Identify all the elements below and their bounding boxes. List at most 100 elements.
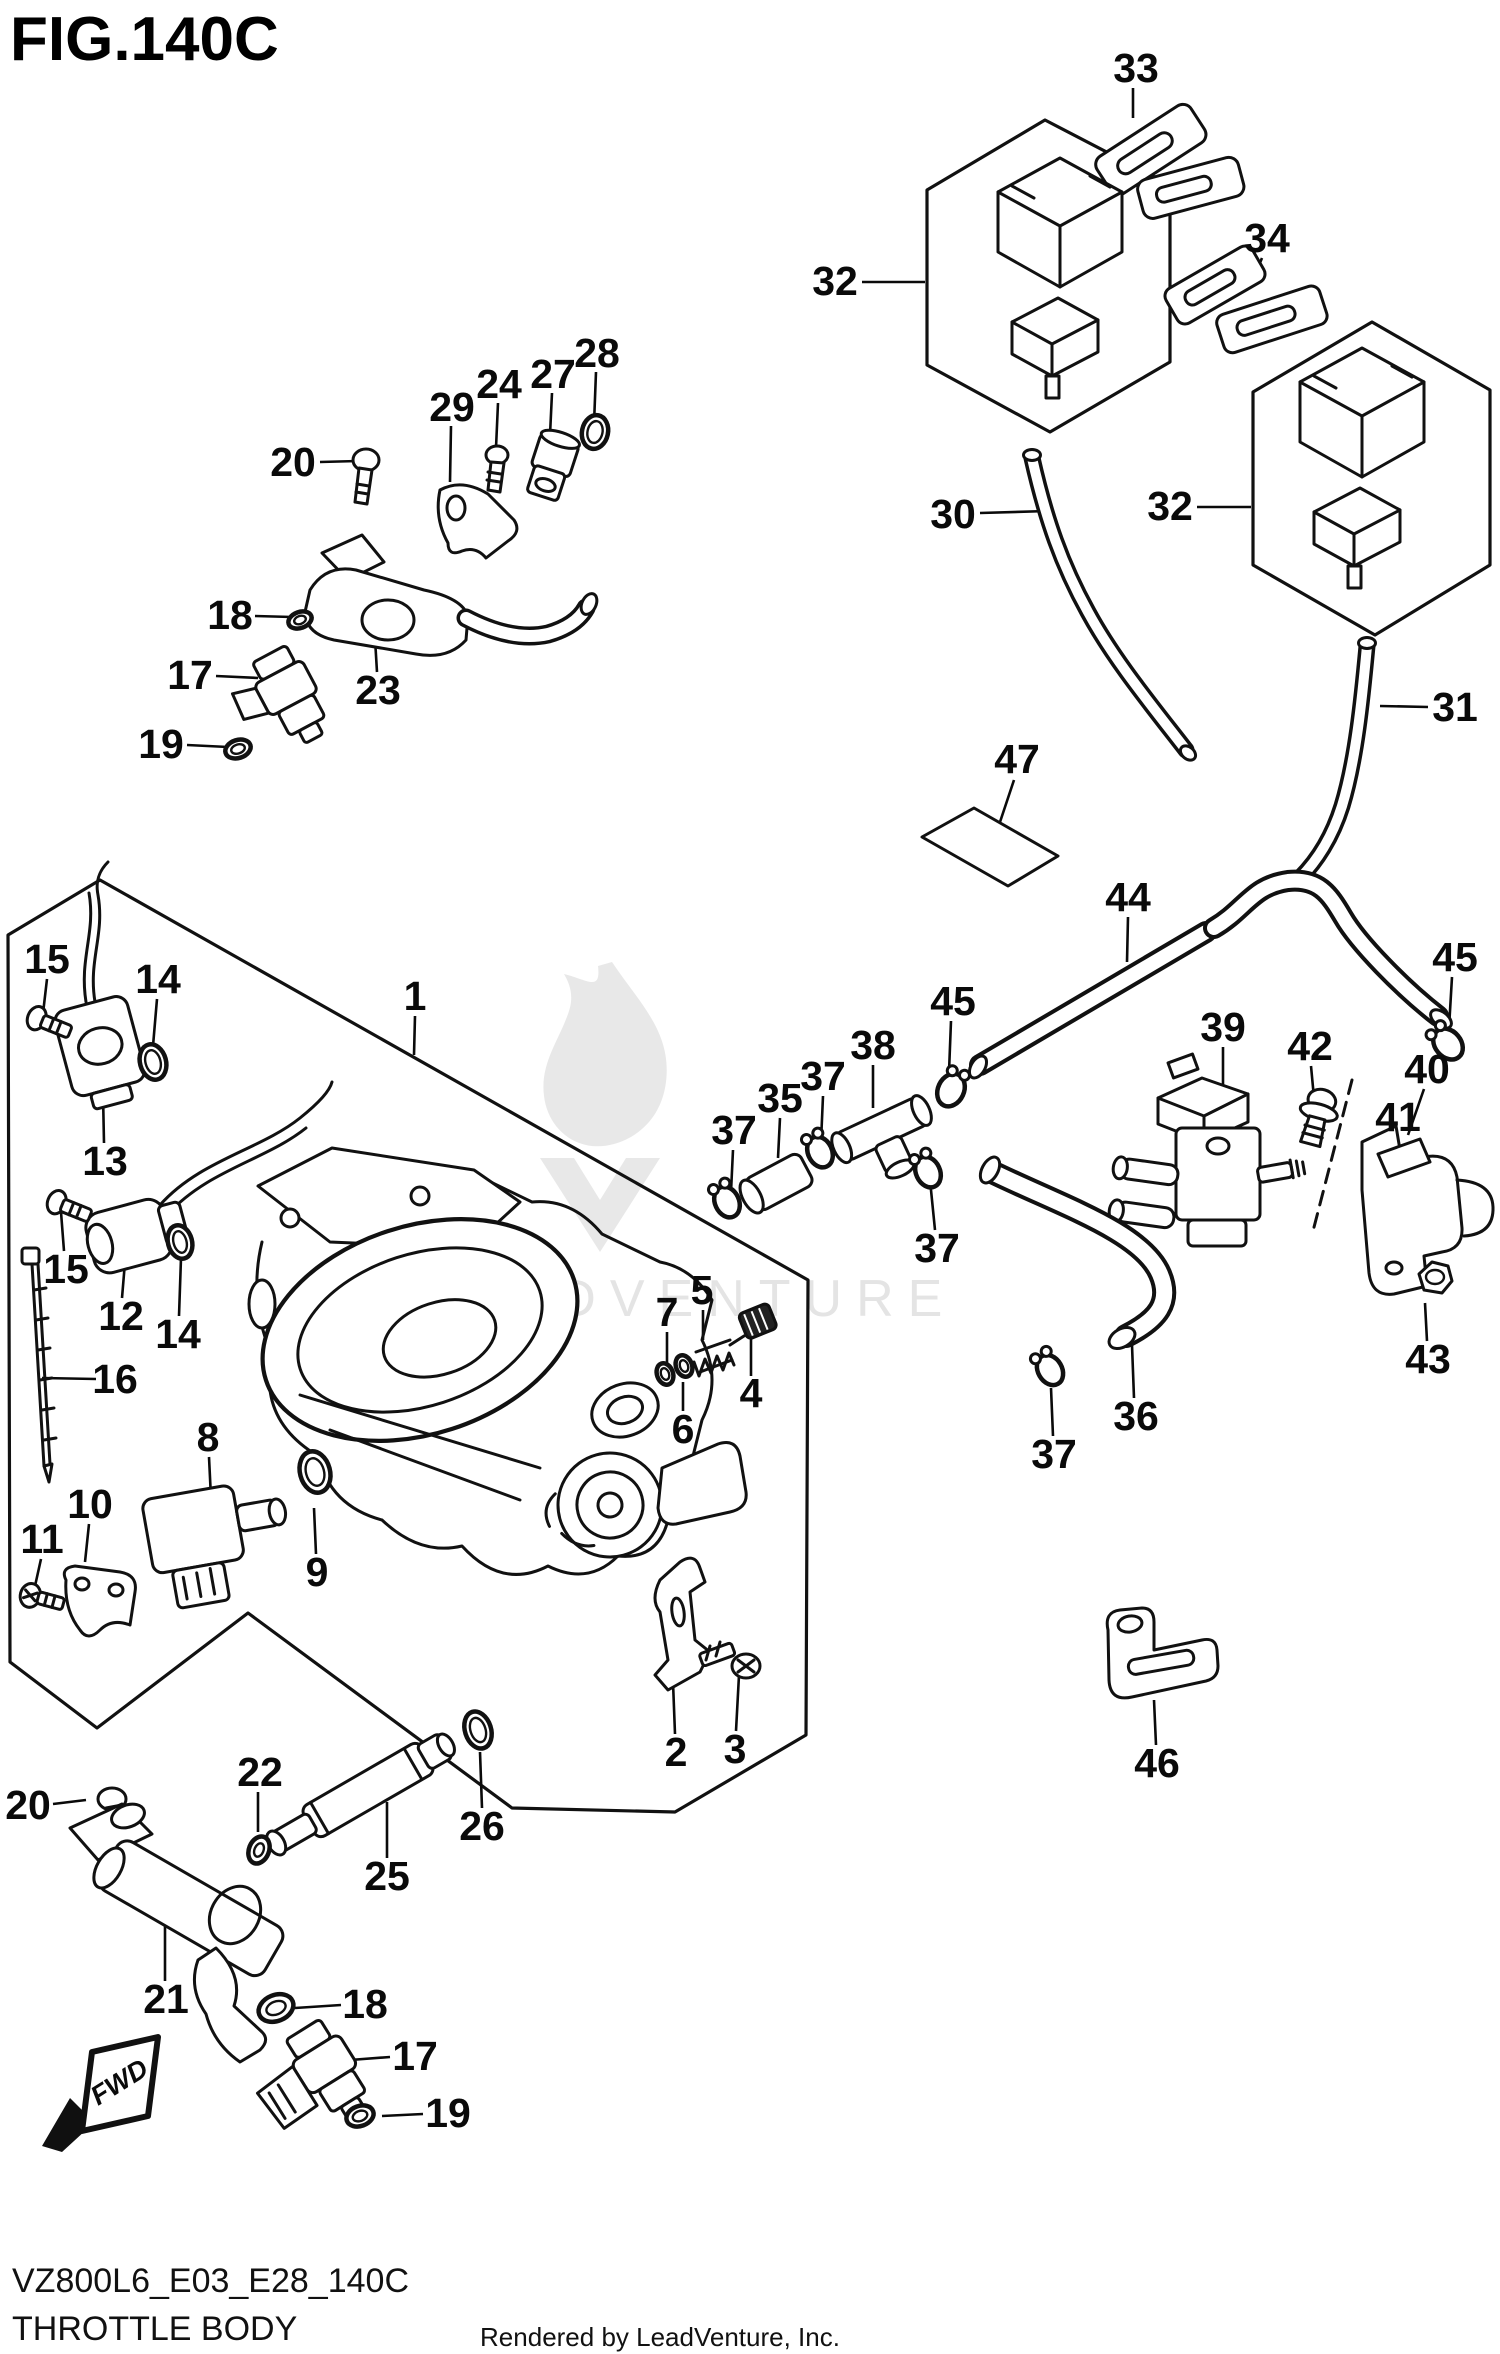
tee-joint-38 — [830, 1094, 933, 1180]
throttle-pulley — [544, 1451, 664, 1559]
part-label-19-a: 19 — [138, 721, 184, 767]
part-label-35: 35 — [757, 1075, 803, 1121]
part-label-37-c: 37 — [914, 1225, 960, 1271]
sensor-32-right — [1298, 346, 1426, 590]
part-label-17-a: 17 — [167, 652, 213, 698]
box-32-right — [1251, 320, 1492, 637]
hose-30 — [1022, 448, 1198, 762]
bolt-15-upper — [25, 1005, 73, 1039]
watermark-flame-icon — [543, 962, 667, 1147]
bracket-34 — [1163, 244, 1329, 355]
screw-24 — [484, 444, 510, 494]
part-label-46: 46 — [1134, 1740, 1180, 1786]
figure-title: FIG.140C — [10, 5, 279, 74]
part-label-10: 10 — [67, 1481, 113, 1527]
clamp-37-a — [799, 1126, 836, 1170]
bracket-2 — [653, 1556, 712, 1692]
o-ring-19-upper — [223, 737, 253, 761]
o-ring-9 — [297, 1449, 333, 1495]
cable-tie-16 — [20, 1246, 58, 1484]
footer-rendered-by: Rendered by LeadVenture, Inc. — [480, 2322, 840, 2352]
joint-pipe-25 — [265, 1732, 456, 1857]
part-label-37-d: 37 — [1031, 1431, 1077, 1477]
injector-17-upper — [230, 644, 326, 744]
part-label-3: 3 — [724, 1726, 747, 1772]
part-label-38: 38 — [850, 1022, 896, 1068]
clamp-37-c — [907, 1146, 944, 1190]
part-label-44: 44 — [1105, 874, 1151, 920]
part-label-42: 42 — [1287, 1023, 1333, 1069]
solenoid-valve-39 — [1107, 1052, 1307, 1248]
fuel-delivery-assembly — [68, 1709, 494, 2130]
part-label-11: 11 — [20, 1516, 63, 1562]
part-label-33: 33 — [1113, 45, 1159, 91]
map-sensor-8 — [141, 1484, 288, 1610]
part-label-26: 26 — [459, 1803, 505, 1849]
part-label-25: 25 — [364, 1853, 410, 1899]
fuel-pipe-21 — [68, 1802, 285, 2064]
part-label-22: 22 — [237, 1749, 283, 1795]
part-label-29: 29 — [429, 384, 475, 430]
o-ring-18-lower — [256, 1991, 296, 2025]
part-label-47: 47 — [994, 736, 1040, 782]
joint-27 — [526, 428, 581, 502]
part-label-9: 9 — [306, 1549, 329, 1595]
box-32-left — [925, 118, 1172, 434]
footer-sheet-name: THROTTLE BODY — [12, 2310, 297, 2348]
o-ring-28 — [579, 412, 611, 452]
part-label-1: 1 — [404, 973, 427, 1019]
part-label-23: 23 — [355, 667, 401, 713]
bolt-20-upper — [351, 447, 381, 506]
throttle-bore — [260, 1217, 580, 1443]
fuel-joint-assembly — [223, 412, 611, 761]
part-label-30: 30 — [930, 491, 976, 537]
bracket-46 — [1105, 1606, 1220, 1700]
main-assembly-box — [6, 878, 810, 1814]
part-label-20-b: 20 — [5, 1782, 51, 1828]
bracket-33 — [1094, 102, 1246, 220]
clamp-45-mid — [934, 1064, 971, 1109]
screw-11 — [18, 1582, 66, 1611]
bolt-15-lower — [45, 1189, 93, 1223]
part-label-39: 39 — [1200, 1004, 1246, 1050]
label-sticker-47 — [920, 806, 1060, 888]
part-label-7: 7 — [656, 1289, 679, 1335]
alignment-dash-line — [1310, 1078, 1354, 1237]
part-label-14-a: 14 — [135, 956, 181, 1002]
part-label-2: 2 — [665, 1729, 688, 1775]
part-label-37-a: 37 — [800, 1053, 846, 1099]
hose-44 — [967, 869, 1453, 1080]
part-label-40: 40 — [1404, 1046, 1450, 1092]
part-labels: 33 34 32 32 30 31 47 28 27 24 29 20 18 1… — [5, 45, 1478, 2136]
plate-29 — [436, 483, 519, 560]
part-label-31: 31 — [1432, 684, 1478, 730]
part-label-45-a: 45 — [1432, 934, 1478, 980]
part-label-21: 21 — [143, 1976, 189, 2022]
fast-idle-cam — [656, 1441, 748, 1526]
hose-35 — [738, 1152, 814, 1215]
o-ring-26 — [462, 1709, 494, 1751]
clamp-37-d — [1028, 1344, 1066, 1388]
bracket-10 — [62, 1564, 137, 1638]
part-label-16: 16 — [92, 1356, 138, 1402]
part-label-32-a: 32 — [812, 258, 858, 304]
part-label-13: 13 — [82, 1138, 128, 1184]
part-label-4: 4 — [740, 1370, 763, 1416]
o-ring-14-lower — [165, 1223, 195, 1261]
sensor-32-left — [996, 156, 1124, 400]
bolt-42 — [1298, 1087, 1339, 1149]
hose-31 — [1288, 636, 1377, 891]
part-label-24: 24 — [476, 361, 522, 407]
o-ring-18-upper — [286, 609, 314, 631]
part-label-18-b: 18 — [342, 1981, 388, 2027]
tps-sensor-13 — [53, 860, 147, 1111]
part-label-20-a: 20 — [270, 439, 316, 485]
part-label-41: 41 — [1375, 1094, 1421, 1140]
part-label-28: 28 — [574, 330, 620, 376]
part-label-8: 8 — [197, 1414, 220, 1460]
injector-port — [590, 1381, 660, 1439]
part-label-43: 43 — [1405, 1336, 1451, 1382]
hose-36 — [978, 1155, 1177, 1350]
part-label-34: 34 — [1244, 215, 1290, 261]
